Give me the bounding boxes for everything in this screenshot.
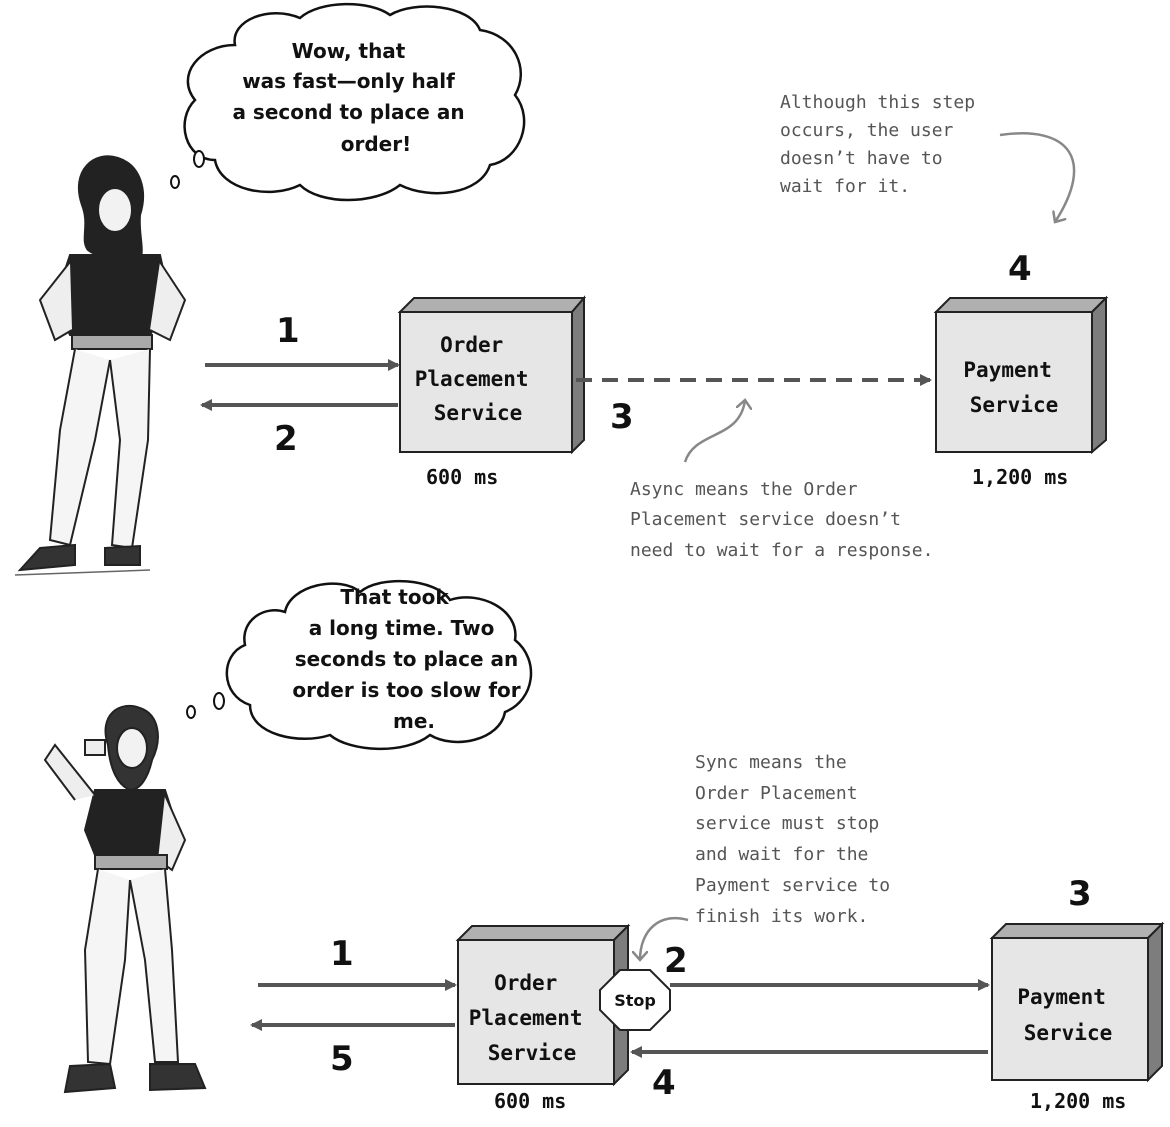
note-pointer-arrow (999, 132, 1076, 222)
order-latency-top: 600 ms (426, 465, 498, 489)
payment-latency-top: 1,200 ms (972, 465, 1068, 489)
note-async: Async means the Order Placement service … (630, 479, 933, 561)
payment-latency-bottom: 1,200 ms (1030, 1089, 1126, 1113)
thought-line: Wow, that (292, 39, 406, 63)
thought-line: was fast—only half (242, 69, 455, 93)
payment-label-top: Payment Service (963, 358, 1064, 417)
step-number-4: 4 (652, 1063, 676, 1103)
note-line: occurs, the user (780, 120, 954, 141)
thought-line: a second to place an (232, 100, 464, 124)
order-placement-service-box-bottom: Order Placement Service (455, 923, 631, 1087)
note-line: service must stop (695, 813, 879, 834)
stop-sign-icon: Stop (599, 969, 671, 1031)
thought-bubble-bottom: That took a long time. Two seconds to pl… (186, 579, 533, 751)
step-number-3: 3 (1068, 874, 1092, 914)
order-latency-bottom: 600 ms (494, 1089, 566, 1113)
note-line: Sync means the (695, 752, 847, 773)
person-happy-illustration (14, 155, 187, 576)
order-placement-label-bottom: Order Placement Service (469, 971, 595, 1065)
box-line: Service (1024, 1021, 1113, 1045)
box-line: Order (494, 971, 557, 995)
thought-line: order is too slow for (292, 678, 520, 702)
step-number-1: 1 (330, 934, 354, 974)
thought-line: a long time. Two (309, 616, 495, 640)
note-line: Async means the Order (630, 479, 858, 500)
payment-label-bottom: Payment Service (1017, 985, 1118, 1045)
note-line: Payment service to (695, 875, 890, 896)
box-line: Service (434, 401, 523, 425)
box-line: Payment (963, 358, 1052, 382)
note-async-step-4: Although this step occurs, the user does… (780, 92, 986, 197)
note-line: and wait for the (695, 844, 868, 865)
step-number-2: 2 (664, 941, 688, 981)
box-line: Service (970, 393, 1059, 417)
thought-text-top: Wow, that was fast—only half a second to… (232, 39, 471, 156)
order-placement-service-box-top: Order Placement Service (397, 295, 587, 455)
step-number-2: 2 (274, 419, 298, 459)
step-number-3: 3 (610, 397, 634, 437)
step-number-1: 1 (276, 311, 300, 351)
step-number-4: 4 (1008, 249, 1032, 289)
note-line: doesn’t have to (780, 148, 943, 169)
payment-service-box-top: Payment Service (933, 295, 1109, 455)
note-line: Although this step (780, 92, 975, 113)
note-sync-pointer-arrow (640, 916, 689, 960)
note-sync: Sync means the Order Placement service m… (695, 752, 901, 927)
note-line: wait for it. (780, 176, 910, 197)
thought-line: order! (341, 132, 411, 156)
thought-bubble-top: Wow, that was fast—only half a second to… (170, 2, 526, 202)
note-line: Placement service doesn’t (630, 509, 901, 530)
thought-line: seconds to place an (295, 647, 519, 671)
note-line: finish its work. (695, 906, 868, 927)
note-async-pointer-arrow (683, 400, 745, 463)
step-number-5: 5 (330, 1039, 354, 1079)
thought-line: me. (393, 709, 435, 733)
thought-text-bottom: That took a long time. Two seconds to pl… (292, 585, 527, 733)
note-line: Order Placement (695, 783, 858, 804)
order-placement-label-top: Order Placement Service (415, 333, 541, 425)
box-line: Service (488, 1041, 577, 1065)
payment-service-box-bottom: Payment Service (989, 921, 1165, 1083)
note-line: need to wait for a response. (630, 540, 933, 561)
person-unhappy-illustration (43, 704, 207, 1094)
stop-label: Stop (614, 991, 656, 1010)
box-line: Order (440, 333, 503, 357)
thought-line: That took (340, 585, 449, 609)
box-line: Placement (469, 1006, 583, 1030)
box-line: Payment (1017, 985, 1106, 1009)
box-line: Placement (415, 367, 529, 391)
